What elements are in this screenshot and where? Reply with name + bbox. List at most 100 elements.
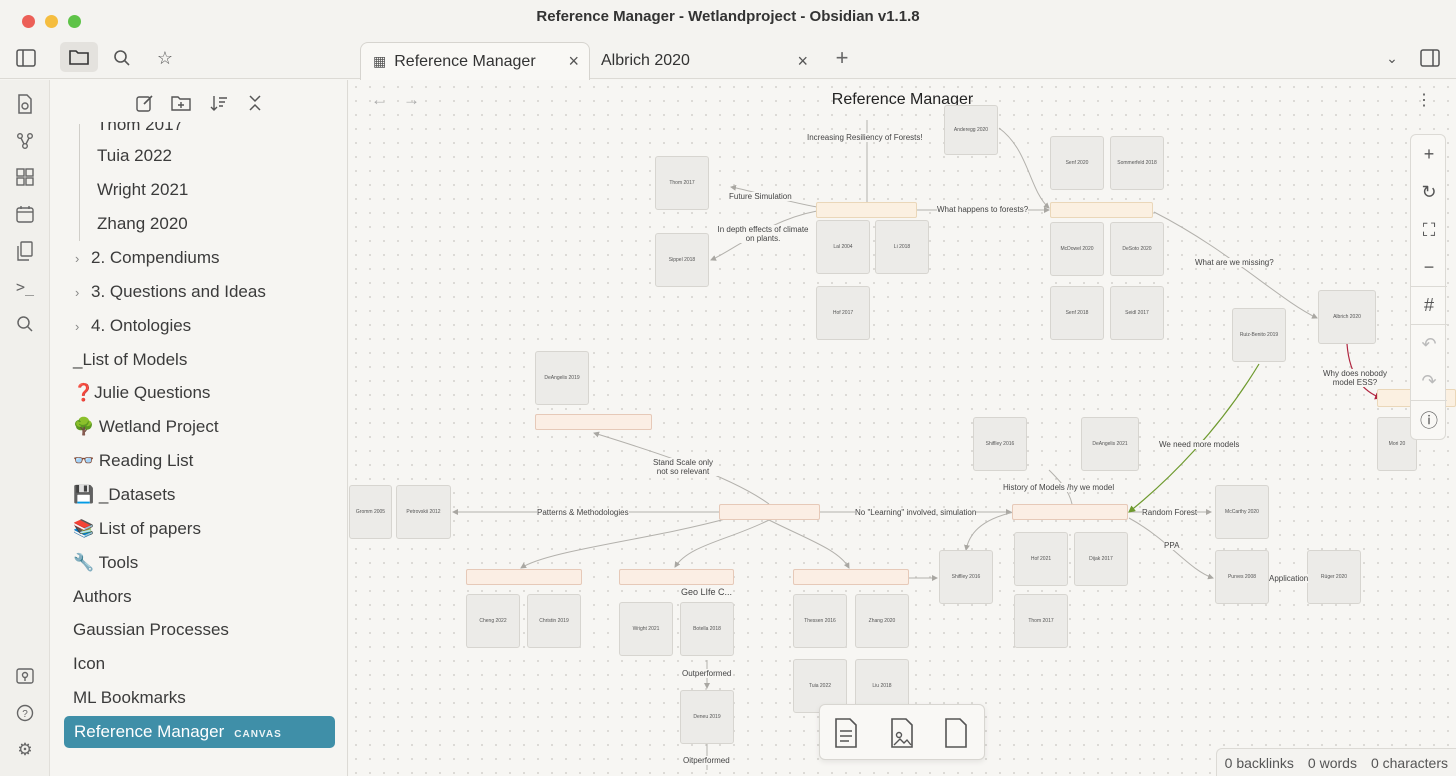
new-tab-icon[interactable]: +: [835, 45, 849, 70]
graph-view-icon[interactable]: [12, 128, 38, 154]
tree-item-tuia-2022[interactable]: Tuia 2022: [97, 146, 172, 165]
canvas-card[interactable]: Anderegg 2020: [944, 105, 998, 155]
canvas-card[interactable]: Dijak 2017: [1074, 532, 1128, 586]
canvas-card[interactable]: Cheng 2022: [466, 594, 520, 648]
canvas-card[interactable]: McDowel 2020: [1050, 222, 1104, 276]
canvas-card[interactable]: DeAngelis 2021: [1081, 417, 1139, 471]
canvas-card[interactable]: Rüger 2020: [1307, 550, 1361, 604]
folder-questions-and-ideas[interactable]: ›3. Questions and Ideas: [75, 277, 266, 307]
tree-item-gaussian-processes[interactable]: Gaussian Processes: [73, 620, 229, 639]
folder-ontologies[interactable]: ›4. Ontologies: [75, 311, 191, 341]
canvas-card[interactable]: Thom 2017: [1014, 594, 1068, 648]
canvas-card[interactable]: Zhang 2020: [855, 594, 909, 648]
canvas-card[interactable]: Shiflley 2016: [939, 550, 993, 604]
toggle-grid-icon[interactable]: #: [1411, 287, 1447, 325]
canvas-card[interactable]: Wright 2021: [619, 602, 673, 656]
add-media-card-icon[interactable]: [886, 717, 918, 749]
zoom-to-fit-icon[interactable]: ⛶: [1422, 219, 1436, 240]
canvas-card[interactable]: Ruiz-Benito 2019: [1232, 308, 1286, 362]
calendar-icon[interactable]: [12, 201, 38, 227]
toggle-sidebar-icon[interactable]: [12, 44, 40, 72]
new-folder-icon[interactable]: [168, 90, 194, 116]
redo-icon[interactable]: ↷: [1411, 363, 1447, 401]
tree-item-authors[interactable]: Authors: [73, 587, 132, 606]
canvas-card[interactable]: Lal 2004: [816, 220, 870, 274]
toggle-right-sidebar-icon[interactable]: [1416, 44, 1444, 72]
canvas-card[interactable]: Thessen 2016: [793, 594, 847, 648]
canvas-card[interactable]: Senf 2018: [1050, 286, 1104, 340]
back-arrow-icon[interactable]: ←: [371, 90, 388, 109]
more-options-icon[interactable]: ⋮: [1416, 92, 1432, 109]
close-tab-icon[interactable]: ×: [797, 50, 808, 71]
settings-gear-icon[interactable]: ⚙: [17, 740, 33, 759]
add-file-card-icon[interactable]: [940, 717, 972, 749]
reset-zoom-icon[interactable]: ↻: [1421, 181, 1437, 202]
files-icon[interactable]: [60, 42, 98, 72]
help-icon[interactable]: ?: [12, 700, 38, 726]
canvas-card[interactable]: DeAngelis 2019: [535, 351, 589, 405]
canvas-card[interactable]: Petrovskii 2012: [396, 485, 451, 539]
canvas-card[interactable]: Seidl 2017: [1110, 286, 1164, 340]
tree-item-julie-questions[interactable]: ❓Julie Questions: [73, 383, 211, 402]
vault-switcher-icon[interactable]: [12, 663, 38, 689]
close-window-button[interactable]: [22, 15, 35, 28]
open-quick-switcher-icon[interactable]: [12, 91, 38, 117]
close-tab-icon[interactable]: ×: [568, 51, 579, 71]
forward-arrow-icon[interactable]: →: [403, 90, 420, 109]
canvas-group[interactable]: [1050, 202, 1153, 218]
search-icon[interactable]: [12, 311, 38, 337]
zoom-window-button[interactable]: [68, 15, 81, 28]
zoom-out-icon[interactable]: −: [1411, 249, 1447, 287]
canvas-card[interactable]: Hof 2017: [816, 286, 870, 340]
canvas-card[interactable]: Sommerfeld 2018: [1110, 136, 1164, 190]
bookmark-star-icon[interactable]: ☆: [156, 47, 174, 68]
sort-order-icon[interactable]: [206, 90, 232, 116]
canvas-group[interactable]: [535, 414, 652, 430]
tree-item-datasets[interactable]: 💾 _Datasets: [73, 485, 176, 504]
canvas-group[interactable]: [793, 569, 909, 585]
tab-reference-manager[interactable]: ▦ Reference Manager ×: [360, 42, 590, 80]
tree-item-reading-list[interactable]: 👓 Reading List: [73, 451, 194, 470]
backlinks-count[interactable]: 0 backlinks: [1224, 754, 1294, 771]
canvas-help-icon[interactable]: ⓘ: [1420, 411, 1438, 431]
canvas-grid-icon[interactable]: [12, 164, 38, 190]
canvas-card[interactable]: Senf 2020: [1050, 136, 1104, 190]
tree-item-zhang-2020[interactable]: Zhang 2020: [97, 214, 188, 233]
canvas-card[interactable]: DeSoto 2020: [1110, 222, 1164, 276]
canvas-group[interactable]: [466, 569, 582, 585]
canvas-card[interactable]: Thom 2017: [655, 156, 709, 210]
tab-albrich-2020[interactable]: Albrich 2020 ×: [590, 42, 818, 80]
tree-item-list-of-models[interactable]: _List of Models: [73, 350, 188, 369]
tree-item-ml-bookmarks[interactable]: ML Bookmarks: [73, 688, 186, 707]
new-note-icon[interactable]: [132, 90, 158, 116]
undo-icon[interactable]: ↶: [1421, 333, 1437, 354]
canvas-card[interactable]: Sippel 2018: [655, 233, 709, 287]
canvas-card[interactable]: Purves 2008: [1215, 550, 1269, 604]
tree-item-wetland-project[interactable]: 🌳 Wetland Project: [73, 417, 219, 436]
tree-item-partial[interactable]: Thom 2017: [97, 115, 183, 134]
canvas-card[interactable]: Botella 2018: [680, 602, 734, 656]
collapse-all-icon[interactable]: [242, 90, 268, 116]
folder-compendiums[interactable]: ›2. Compendiums: [75, 243, 220, 273]
canvas-card[interactable]: Christin 2019: [527, 594, 581, 648]
minimize-window-button[interactable]: [45, 15, 58, 28]
add-note-card-icon[interactable]: [830, 717, 862, 749]
tab-list-chevron-icon[interactable]: ⌄: [1386, 49, 1398, 66]
tree-item-wright-2021[interactable]: Wright 2021: [97, 180, 189, 199]
canvas-group[interactable]: [816, 202, 917, 218]
canvas-card[interactable]: Hof 2021: [1014, 532, 1068, 586]
tree-item-icon[interactable]: Icon: [73, 654, 106, 673]
canvas-card[interactable]: Shiflley 2016: [973, 417, 1027, 471]
canvas-card[interactable]: Deneu 2019: [680, 690, 734, 744]
canvas-group[interactable]: [1012, 504, 1128, 520]
copy-files-icon[interactable]: [12, 238, 38, 264]
command-palette-icon[interactable]: >_: [15, 278, 35, 296]
zoom-in-icon[interactable]: +: [1423, 143, 1435, 164]
tree-item-tools[interactable]: 🔧 Tools: [73, 553, 139, 572]
tree-item-list-of-papers[interactable]: 📚 List of papers: [73, 519, 201, 538]
search-icon[interactable]: [108, 44, 136, 72]
canvas-card[interactable]: McCarthy 2020: [1215, 485, 1269, 539]
canvas-card[interactable]: Li 2018: [875, 220, 929, 274]
canvas-group[interactable]: [619, 569, 734, 585]
